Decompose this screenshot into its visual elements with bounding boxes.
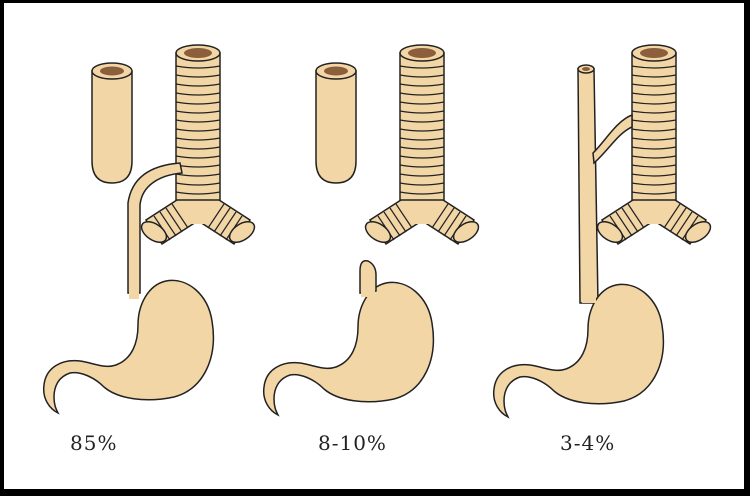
figure-canvas [4,3,744,489]
upper-pouch-2 [316,63,356,183]
upper-pouch-1 [92,63,132,183]
h-fistula-3 [593,115,632,163]
figure-frame: 85% 8-10% 3-4% [4,3,744,489]
trachea-3 [594,45,714,246]
percentage-label-1: 85% [70,431,117,455]
percentage-label-2: 8-10% [318,431,387,455]
stomach-1 [44,280,214,413]
stomach-3 [494,284,664,417]
trachea-2 [362,45,482,246]
panel-2-diagram [264,45,482,415]
panel-3-diagram [494,45,714,417]
stomach-2 [264,282,434,415]
esophagus-3 [578,69,598,303]
trachea-1 [138,45,258,246]
percentage-label-3: 3-4% [560,431,615,455]
panel-1-diagram [44,45,258,413]
